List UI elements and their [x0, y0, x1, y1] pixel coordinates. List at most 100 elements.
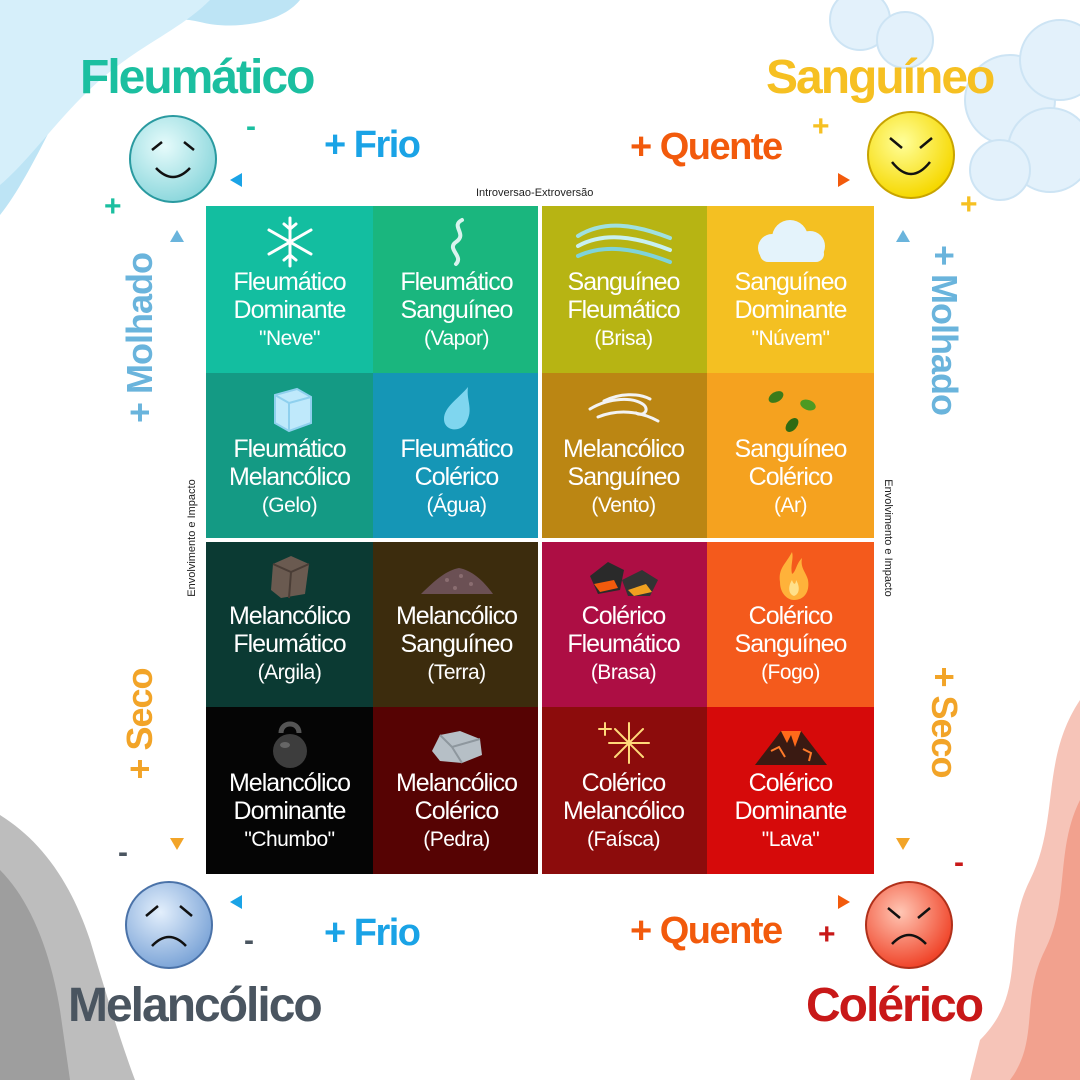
cell-line-2: Sanguíneo — [567, 463, 681, 491]
cell-colerico-melancolico: Colérico Melancólico (Faísca) — [540, 707, 707, 874]
cell-line-2: Colérico — [414, 463, 500, 491]
vertical-arrow-left — [170, 230, 184, 850]
title-colerico: Colérico — [806, 979, 984, 1032]
cell-melancolico-sanguineo-terra: Melancólico Sanguíneo (Terra) — [373, 540, 540, 707]
sign-minus-right-bottom: - — [954, 846, 964, 879]
cell-colerico-fleumatico: Colérico Fleumático (Brasa) — [540, 540, 707, 707]
cell-line-1: Fleumático — [400, 268, 513, 296]
horizontal-arrow-top — [230, 173, 850, 187]
embers-icon — [589, 562, 658, 596]
cell-line-1: Fleumático — [233, 268, 346, 296]
cell-line-2: Colérico — [414, 797, 500, 825]
breeze-icon — [575, 223, 672, 264]
cell-line-2: Melancólico — [562, 797, 685, 825]
cell-line-1: Colérico — [581, 769, 667, 797]
cell-sanguineo-colerico: Sanguíneo Colérico (Ar) — [707, 373, 874, 540]
cell-line-1: Melancólico — [228, 602, 351, 630]
cell-line-2: Fleumático — [233, 630, 346, 658]
sign-plus-bottom-right: + — [818, 918, 836, 951]
cell-line-3: (Vento) — [591, 494, 656, 517]
cell-line-3: (Brisa) — [594, 327, 653, 350]
sad-face-icon — [125, 881, 213, 969]
sparks-icon — [597, 722, 650, 764]
cell-melancolico-colerico: Melancólico Colérico (Pedra) — [373, 707, 540, 874]
wind-icon — [588, 393, 659, 423]
cell-melancolico-sanguineo: Melancólico Sanguíneo (Vento) — [540, 373, 707, 540]
water-drop-icon — [443, 387, 470, 430]
cell-line-2: Sanguíneo — [400, 296, 514, 324]
cell-line-1: Sanguíneo — [567, 268, 681, 296]
axis-label-molhado-left: + Molhado — [119, 253, 160, 423]
cell-line-1: Melancólico — [562, 435, 685, 463]
cell-melancolico-dominante: Melancólico Dominante "Chumbo" — [206, 707, 373, 874]
cell-line-1: Colérico — [748, 602, 834, 630]
cell-sanguineo-dominante: Sanguíneo Dominante "Núvem" — [707, 206, 874, 373]
cell-line-1: Melancólico — [228, 769, 351, 797]
soil-pile-icon — [420, 568, 493, 594]
rock-icon — [431, 731, 482, 764]
cell-line-1: Sanguíneo — [734, 435, 848, 463]
cell-sanguineo-fleumatico: Sanguíneo Fleumático (Brisa) — [540, 206, 707, 373]
clay-block-icon — [270, 556, 309, 599]
cell-line-1: Melancólico — [395, 602, 518, 630]
sign-plus-right-top: + — [960, 188, 978, 221]
cell-line-3: (Água) — [426, 494, 487, 517]
cell-line-3: "Neve" — [259, 327, 320, 350]
cloud-icon — [757, 220, 825, 262]
cell-line-1: Sanguíneo — [734, 268, 848, 296]
sign-minus-top-left: - — [246, 110, 256, 143]
cell-melancolico-fleumatico: Melancólico Fleumático (Argila) — [206, 540, 373, 707]
snowflake-icon — [267, 216, 312, 268]
horizontal-arrow-bottom — [230, 895, 850, 909]
temperament-grid: Fleumático Dominante "Neve" Fleumático S… — [206, 206, 874, 874]
cell-line-3: "Núvem" — [751, 327, 830, 350]
title-sanguineo: Sanguíneo — [766, 51, 995, 104]
cell-line-1: Colérico — [748, 769, 834, 797]
cell-fleumatico-sanguineo: Fleumático Sanguíneo (Vapor) — [373, 206, 540, 373]
cell-line-3: (Faísca) — [586, 828, 661, 851]
axis-label-molhado-right: + Molhado — [924, 245, 965, 415]
horizontal-axis-caption: Introversao-Extroversão — [476, 187, 594, 199]
cell-line-2: Dominante — [734, 797, 848, 825]
cell-line-3: "Chumbo" — [244, 828, 335, 851]
cell-line-2: Dominante — [233, 296, 347, 324]
cell-line-2: Fleumático — [567, 630, 680, 658]
title-melancolico: Melancólico — [68, 979, 323, 1032]
sign-plus-top-right: + — [812, 110, 830, 143]
vertical-axis-caption-right: Envolvimento e Impacto — [882, 479, 894, 597]
cell-line-1: Fleumático — [400, 435, 513, 463]
axis-label-quente-bottom: + Quente — [630, 910, 783, 952]
axis-label-quente-top: + Quente — [630, 126, 783, 168]
cell-line-3: (Terra) — [427, 661, 486, 684]
cell-line-3: (Pedra) — [423, 828, 490, 851]
title-fleumatico: Fleumático — [80, 51, 315, 104]
cell-line-3: (Brasa) — [590, 661, 657, 684]
cell-line-1: Fleumático — [233, 435, 346, 463]
cell-line-3: (Fogo) — [761, 661, 820, 684]
cell-line-2: Melancólico — [228, 463, 351, 491]
cell-line-2: Dominante — [233, 797, 347, 825]
axis-label-frio-bottom: + Frio — [324, 912, 421, 954]
ice-cube-icon — [273, 387, 312, 433]
angry-face-icon — [865, 881, 953, 969]
cell-colerico-dominante: Colérico Dominante "Lava" — [707, 707, 874, 874]
cell-fleumatico-colerico: Fleumático Colérico (Água) — [373, 373, 540, 540]
cell-line-3: (Ar) — [774, 494, 808, 517]
horizontal-divider — [206, 538, 874, 542]
cell-line-3: (Argila) — [257, 661, 322, 684]
cell-line-2: Dominante — [734, 296, 848, 324]
sign-minus-bottom-left: - — [244, 924, 254, 957]
sign-plus-left-top: + — [104, 190, 122, 223]
cell-line-2: Fleumático — [567, 296, 680, 324]
cell-colerico-sanguineo: Colérico Sanguíneo (Fogo) — [707, 540, 874, 707]
cell-line-2: Sanguíneo — [400, 630, 514, 658]
smiling-face-icon — [129, 115, 217, 203]
steam-icon — [450, 218, 464, 266]
vertical-arrow-right — [896, 230, 910, 850]
axis-label-frio-top: + Frio — [324, 124, 421, 166]
fire-icon — [779, 552, 808, 600]
sign-minus-left-bottom: - — [118, 836, 128, 869]
cell-line-3: (Gelo) — [261, 494, 318, 517]
vertical-axis-caption-left: Envolvimento e Impacto — [186, 479, 198, 597]
